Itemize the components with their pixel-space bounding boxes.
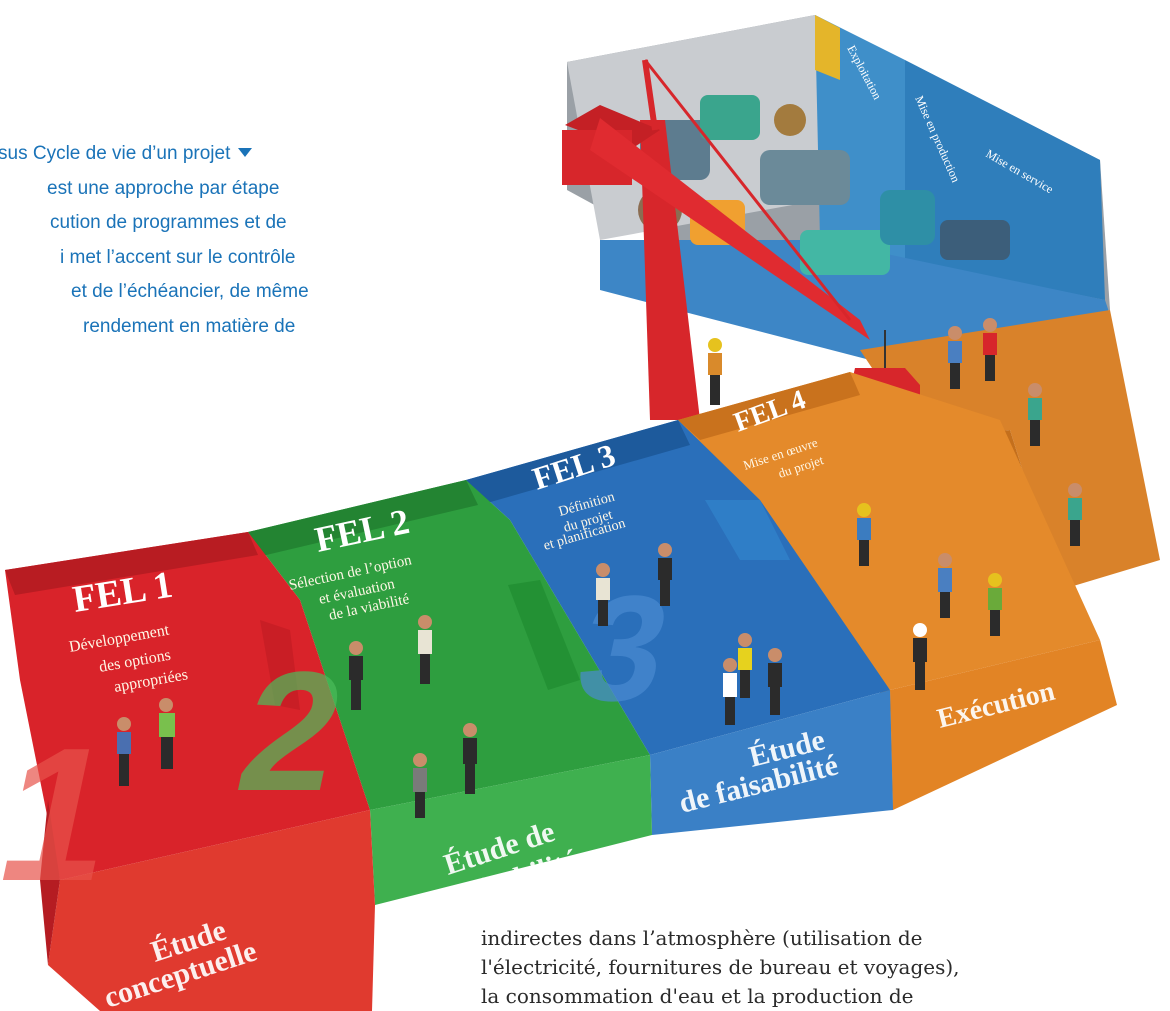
walkway — [860, 310, 1160, 590]
intro-link-text[interactable]: sus Cycle de vie d’un projet — [0, 143, 231, 164]
body-line: indirectes dans l’atmosphère (utilisatio… — [481, 926, 923, 950]
intro-line: rendement en matière de — [83, 315, 296, 337]
body-line: l'électricité, fournitures de bureau et … — [481, 955, 960, 979]
intro-line: et de l’échéancier, de même — [71, 281, 309, 302]
intro-line: sus Cycle de vie d’un projet — [0, 137, 358, 172]
phase-fel3 — [466, 420, 893, 835]
phase-fel2 — [248, 480, 652, 905]
intro-line: est une approche par étape — [47, 177, 280, 199]
phase-fel1 — [5, 532, 375, 1011]
caret-down-icon[interactable] — [238, 148, 253, 157]
people — [117, 318, 1082, 818]
intro-line: cution de programmes et de — [50, 212, 287, 233]
body-paragraph: indirectes dans l’atmosphère (utilisatio… — [481, 924, 1161, 1011]
intro-line: i met l’accent sur le contrôle — [60, 246, 296, 268]
body-line: la consommation d'eau et la production d… — [481, 984, 914, 1008]
intro-paragraph: sus Cycle de vie d’un projet est une app… — [0, 137, 358, 344]
